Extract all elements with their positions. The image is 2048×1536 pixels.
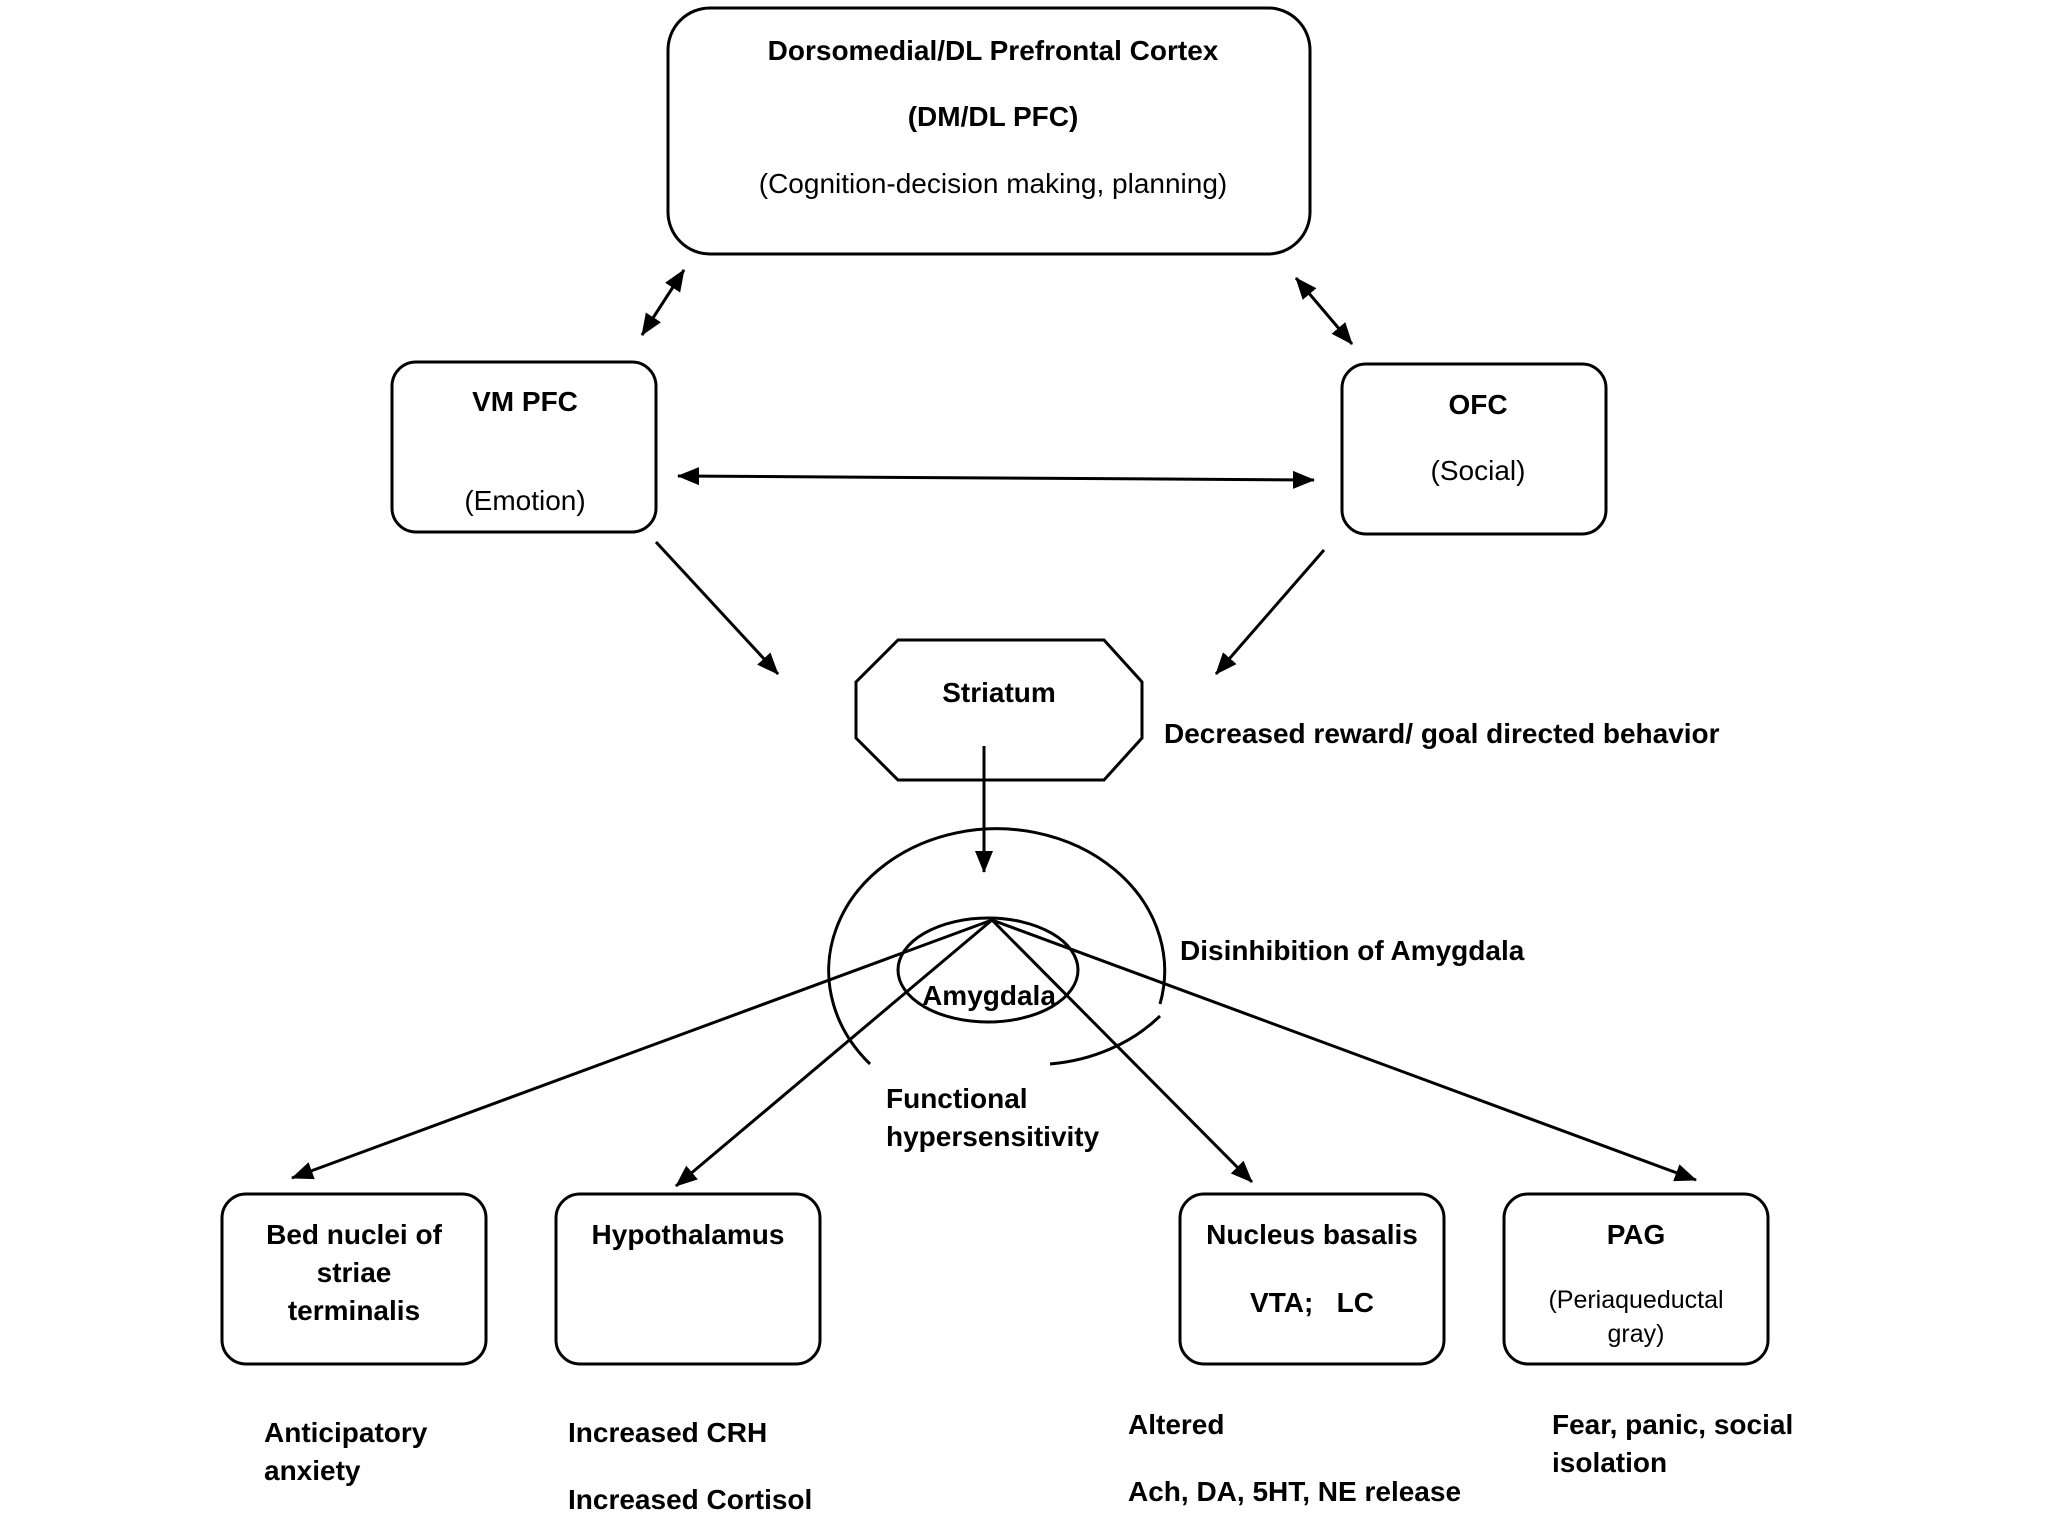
dmpfc-role: (Cognition-decision making, planning)	[758, 168, 1228, 199]
striatum-box	[854, 638, 1144, 782]
arrow-amygdala-hypothalamus	[675, 918, 993, 1188]
vmpfc-box	[390, 360, 658, 534]
target-bnst-outcome-2: anxiety	[264, 1455, 361, 1486]
target-box-bnst	[220, 1192, 488, 1366]
amygdala-state-line1: Functional	[886, 1083, 1028, 1114]
target-nucleus-basalis-title-2: VTA; LC	[1250, 1287, 1374, 1318]
amygdala-effect: Disinhibition of Amygdala	[1180, 935, 1525, 966]
striatum-effect: Decreased reward/ goal directed behavior	[1164, 718, 1720, 749]
target-box-hypothalamus	[554, 1192, 822, 1366]
target-pag-outcome-2: isolation	[1552, 1447, 1668, 1478]
target-nucleus-basalis-title-1: Nucleus basalis	[1206, 1219, 1418, 1250]
target-box-nucleus-basalis	[1178, 1192, 1446, 1366]
target-bnst-title-2: striae	[316, 1257, 392, 1288]
target-pag-subtitle-1: (Periaqueductal	[1548, 1286, 1724, 1314]
arrow-vmpfc-ofc	[677, 467, 1315, 489]
target-nucleus-basalis-outcome-1: Altered	[1128, 1409, 1225, 1440]
arrow-vmpfc-striatum	[654, 540, 780, 676]
amygdala-inner-ellipse	[896, 916, 1080, 1024]
target-pag-subtitle-2: gray)	[1607, 1320, 1665, 1348]
amygdala-state-line2: hypersensitivity	[886, 1121, 1100, 1152]
target-nucleus-basalis-outcome-2: Ach, DA, 5HT, NE release	[1128, 1476, 1462, 1507]
dmpfc-abbr: (DM/DL PFC)	[907, 101, 1079, 132]
arrow-ofc-striatum	[1214, 549, 1326, 675]
ofc-role: (Social)	[1430, 455, 1526, 486]
target-pag-outcome-1: Fear, panic, social	[1552, 1409, 1794, 1440]
target-bnst-title-3: terminalis	[287, 1295, 421, 1326]
target-hypothalamus-outcome-1: Increased CRH	[568, 1417, 768, 1448]
amygdala-outer-ring	[827, 827, 1167, 1066]
vmpfc-title: VM PFC	[472, 386, 578, 417]
target-bnst-outcome-1: Anticipatory	[264, 1417, 428, 1448]
target-hypothalamus-title: Hypothalamus	[591, 1219, 785, 1250]
arrow-amygdala-nucleus-basalis	[990, 918, 1254, 1184]
ofc-title: OFC	[1448, 389, 1508, 420]
arrow-dmpfc-vmpfc	[640, 269, 686, 336]
target-box-pag	[1502, 1192, 1770, 1366]
striatum-title: Striatum	[942, 677, 1056, 708]
amygdala-outer-ring-right	[1049, 1014, 1162, 1066]
arrow-amygdala-bnst	[291, 918, 993, 1180]
arrow-dmpfc-ofc	[1294, 277, 1354, 345]
amygdala-title: Amygdala	[922, 980, 1056, 1011]
arrow-amygdala-pag	[991, 918, 1697, 1182]
target-pag-title: PAG	[1606, 1219, 1666, 1250]
target-hypothalamus-outcome-2: Increased Cortisol	[568, 1484, 813, 1515]
ofc-box	[1340, 362, 1608, 536]
target-bnst-title-1: Bed nuclei of	[266, 1219, 442, 1250]
dmpfc-box	[666, 6, 1312, 256]
dmpfc-title: Dorsomedial/DL Prefrontal Cortex	[767, 35, 1219, 66]
vmpfc-role: (Emotion)	[464, 485, 586, 516]
